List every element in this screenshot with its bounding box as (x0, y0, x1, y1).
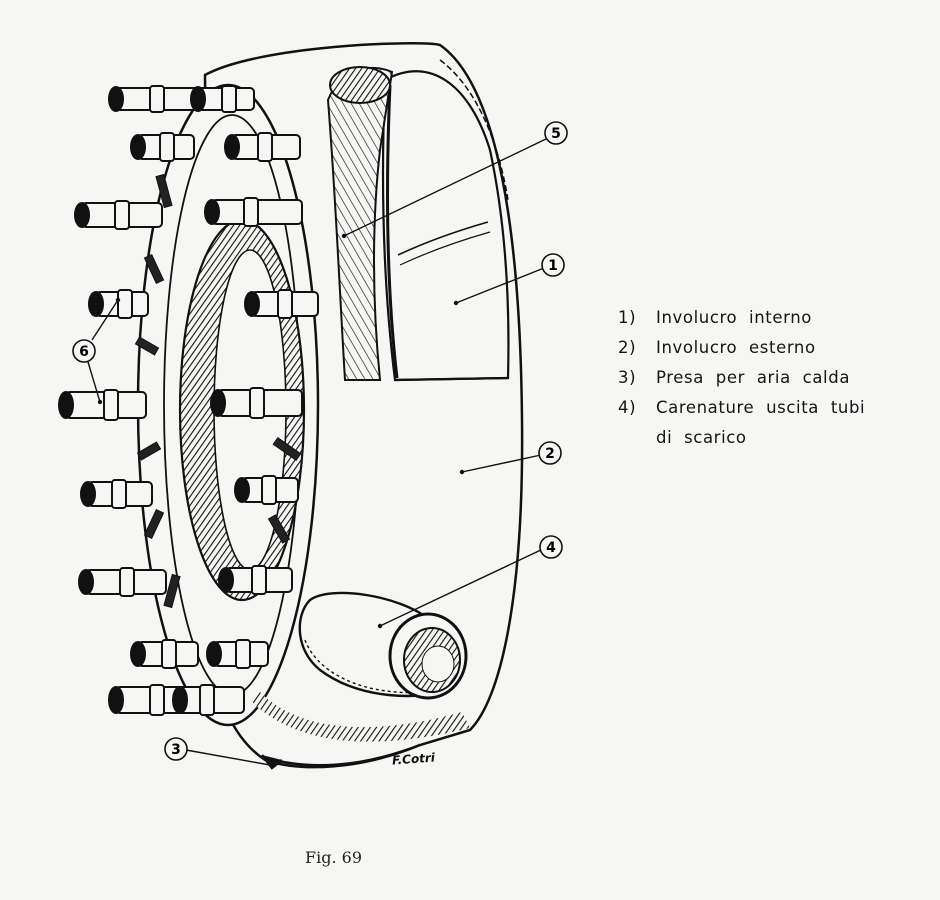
callout-5: 5 (544, 121, 568, 145)
legend-text: Involucro esterno (656, 338, 816, 357)
exhaust-stubs (58, 85, 319, 716)
leader-6b (87, 361, 101, 403)
svg-text:4: 4 (546, 540, 556, 556)
stub-6 (204, 197, 303, 227)
leader-4 (379, 548, 544, 627)
leader-1 (455, 267, 545, 304)
legend-text: Presa per aria calda (656, 368, 851, 387)
legend-item: 2) Involucro esterno (618, 333, 874, 363)
stub-15 (130, 639, 199, 669)
stub-9 (58, 389, 147, 421)
stub-8 (244, 289, 319, 319)
inner-shell-cutaway (381, 59, 510, 382)
stub-4 (224, 132, 301, 162)
leader-5 (343, 137, 549, 237)
stub-2 (190, 85, 255, 113)
leader-3 (185, 749, 271, 766)
callout-2: 2 (538, 441, 562, 465)
legend-item: 1) Involucro interno (618, 303, 874, 333)
callout-1: 1 (541, 253, 565, 277)
stub-17 (108, 684, 187, 716)
stub-3 (130, 132, 195, 162)
stub-18 (172, 684, 245, 716)
stub-14 (218, 565, 293, 595)
svg-text:3: 3 (171, 742, 181, 758)
legend-number: 4) (618, 398, 637, 417)
stub-11 (80, 479, 153, 509)
svg-text:2: 2 (545, 446, 555, 462)
leader-lines (87, 137, 549, 766)
artist-signature: F.Cotri (391, 750, 436, 768)
legend-text: Involucro interno (656, 308, 812, 327)
legend-item: 3) Presa per aria calda (618, 363, 874, 393)
figure-caption: Fig. 69 (305, 848, 362, 867)
legend-item: 4) Carenature uscita tubi di scarico (618, 393, 874, 453)
legend: 1) Involucro interno 2) Involucro estern… (618, 303, 874, 453)
stub-1 (108, 85, 205, 113)
svg-text:6: 6 (79, 344, 89, 360)
stub-13 (78, 567, 167, 597)
legend-number: 2) (618, 338, 637, 357)
legend-text: Carenature uscita tubi di scarico (656, 398, 866, 447)
callout-4: 4 (539, 535, 563, 559)
stub-7 (88, 289, 149, 319)
callout-6: 6 (72, 339, 96, 363)
callout-3: 3 (164, 737, 188, 761)
stub-12 (234, 475, 299, 505)
legend-number: 3) (618, 368, 637, 387)
svg-text:5: 5 (551, 126, 561, 142)
stub-5 (74, 200, 163, 230)
svg-text:1: 1 (548, 258, 558, 274)
flange-slots (134, 173, 302, 609)
leader-2 (461, 454, 542, 473)
leader-dots (97, 233, 465, 629)
exhaust-outlet-fairing (298, 591, 468, 700)
leader-6a (91, 299, 119, 341)
stub-16 (206, 639, 269, 669)
stub-10 (210, 387, 303, 419)
legend-number: 1) (618, 308, 637, 327)
inner-pipe (326, 66, 394, 381)
hot-air-intake (261, 754, 283, 770)
